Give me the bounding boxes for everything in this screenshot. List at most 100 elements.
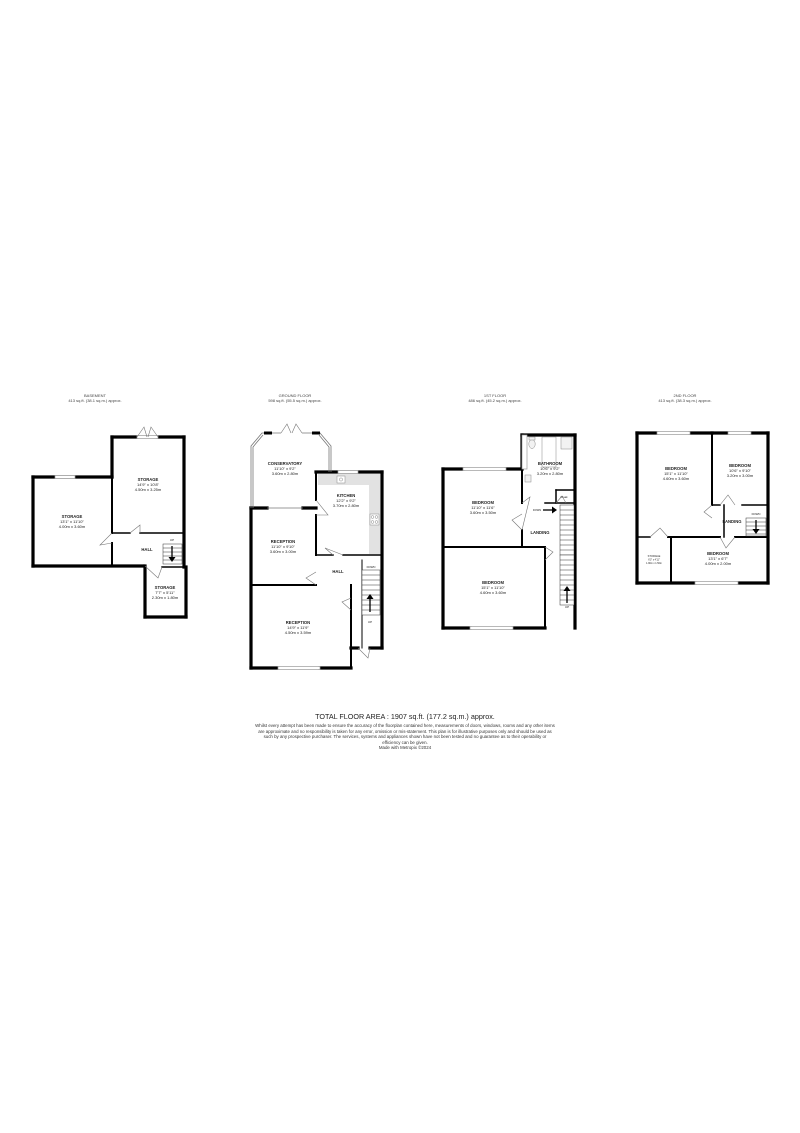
- svg-text:3.20m x 2.80m: 3.20m x 2.80m: [537, 471, 564, 476]
- svg-text:4.60m x 3.60m: 4.60m x 3.60m: [480, 590, 507, 595]
- room-label-basement-storage-3: STORAGE 7'7" x 5'11" 2.30m x 1.80m: [152, 585, 179, 600]
- stairs-up-label: UP: [170, 538, 174, 542]
- room-label-landing-1: LANDING: [530, 530, 549, 535]
- svg-text:BEDROOM: BEDROOM: [665, 466, 687, 471]
- basement-header: BASEMENT 413 sq.ft. (38.1 sq.m.) approx.: [45, 393, 145, 403]
- bath: [541, 436, 557, 468]
- floor-name: 1ST FLOOR: [483, 393, 507, 398]
- window: [469, 626, 514, 630]
- toilet: [528, 439, 536, 449]
- svg-text:STORAGE: STORAGE: [155, 585, 176, 590]
- cloak-label: Cloak: [560, 495, 568, 499]
- basement-walls: [31, 435, 188, 619]
- svg-text:LANDING: LANDING: [530, 530, 549, 535]
- door-swings: [99, 494, 736, 659]
- ground-floor-header: GROUND FLOOR 598 sq.ft. (55.5 sq.m.) app…: [240, 393, 350, 403]
- bathroom-fixtures: [524, 436, 573, 483]
- svg-text:7'7" x 5'11": 7'7" x 5'11": [155, 590, 175, 595]
- stairs-up-label: UP: [565, 605, 569, 609]
- svg-text:11'10" x 9'10": 11'10" x 9'10": [271, 544, 295, 549]
- total-floor-area: TOTAL FLOOR AREA : 1907 sq.ft. (177.2 sq…: [315, 712, 495, 721]
- window: [727, 431, 752, 435]
- room-label-landing-2: LANDING: [722, 519, 741, 524]
- second-floor-header: 2ND FLOOR 413 sq.ft. (38.3 sq.m.) approx…: [630, 393, 740, 403]
- svg-text:4.00m x 3.60m: 4.00m x 3.60m: [59, 524, 86, 529]
- floor-area: 413 sq.ft. (38.1 sq.m.) approx.: [68, 398, 122, 403]
- svg-text:KITCHEN: KITCHEN: [337, 493, 356, 498]
- room-label-bedroom-4: BEDROOM 10'6" x 9'10" 3.20m x 3.00m: [727, 463, 754, 478]
- svg-text:HALL: HALL: [141, 547, 153, 552]
- window: [54, 475, 76, 479]
- svg-text:STORAGE: STORAGE: [648, 554, 661, 558]
- svg-text:15'1" x 11'10": 15'1" x 11'10": [664, 471, 688, 476]
- room-label-kitchen: KITCHEN 12'2" x 9'2" 3.70m x 2.80m: [333, 493, 360, 508]
- svg-text:RECEPTION: RECEPTION: [286, 620, 310, 625]
- credit-text: Made with Metropix ©2024: [378, 745, 432, 751]
- svg-text:1.90m x 1.50m: 1.90m x 1.50m: [646, 562, 662, 565]
- svg-text:BEDROOM: BEDROOM: [729, 463, 751, 468]
- svg-text:10'6" x 9'10": 10'6" x 9'10": [729, 468, 752, 473]
- floor-name: GROUND FLOOR: [278, 393, 312, 398]
- room-label-bedroom-1: BEDROOM 11'10" x 11'6" 3.60m x 3.50m: [470, 500, 497, 515]
- svg-text:BEDROOM: BEDROOM: [482, 580, 504, 585]
- window: [462, 467, 507, 471]
- svg-text:6'3" x 4'11": 6'3" x 4'11": [648, 559, 660, 562]
- room-label-reception-1: RECEPTION 11'10" x 9'10" 3.60m x 3.00m: [270, 539, 297, 554]
- svg-text:CONSERVATORY: CONSERVATORY: [268, 461, 303, 466]
- svg-text:14'9" x 10'8": 14'9" x 10'8": [137, 482, 160, 487]
- svg-text:4.00m x 2.00m: 4.00m x 2.00m: [705, 561, 732, 566]
- second-floor-walls: [635, 431, 770, 585]
- room-label-reception-2: RECEPTION 14'9" x 11'9" 4.50m x 3.59m: [285, 620, 312, 635]
- svg-text:3.70m x 2.80m: 3.70m x 2.80m: [333, 503, 360, 508]
- svg-text:3.60m x 2.80m: 3.60m x 2.80m: [272, 471, 299, 476]
- svg-text:15'1" x 11'10": 15'1" x 11'10": [481, 585, 505, 590]
- french-doors: [136, 423, 303, 438]
- svg-text:13'1" x 11'10": 13'1" x 11'10": [60, 519, 84, 524]
- room-label-bedroom-5: BEDROOM 13'1" x 6'7" 4.00m x 2.00m: [705, 551, 732, 566]
- svg-text:BEDROOM: BEDROOM: [707, 551, 729, 556]
- first-floor-walls: [441, 433, 577, 630]
- svg-text:BEDROOM: BEDROOM: [472, 500, 494, 505]
- svg-text:3.20m x 3.00m: 3.20m x 3.00m: [727, 473, 754, 478]
- svg-text:14'9" x 11'9": 14'9" x 11'9": [287, 625, 309, 630]
- window: [136, 435, 159, 439]
- window: [521, 434, 528, 470]
- floor-area: 413 sq.ft. (38.3 sq.m.) approx.: [658, 398, 712, 403]
- stair-arrows: [168, 506, 760, 612]
- floor-name: 2ND FLOOR: [673, 393, 697, 398]
- room-label-bedroom-2: BEDROOM 15'1" x 11'10" 4.60m x 3.60m: [480, 580, 507, 595]
- svg-text:STORAGE: STORAGE: [138, 477, 159, 482]
- window: [337, 470, 359, 474]
- floor-area: 598 sq.ft. (55.5 sq.m.) approx.: [268, 398, 322, 403]
- room-label-bedroom-3: BEDROOM 15'1" x 11'10" 4.60m x 3.60m: [663, 466, 690, 481]
- svg-text:3.60m x 3.00m: 3.60m x 3.00m: [270, 549, 297, 554]
- room-label-storage-2nd: STORAGE 6'3" x 4'11" 1.90m x 1.50m: [646, 554, 662, 565]
- svg-text:13'1" x 6'7": 13'1" x 6'7": [708, 556, 728, 561]
- svg-text:11'10" x 9'2": 11'10" x 9'2": [274, 466, 296, 471]
- disclaimer-text: Whilst every attempt has been made to en…: [255, 723, 555, 745]
- svg-text:BATHROOM: BATHROOM: [538, 461, 563, 466]
- stairs-down-label: DOWN: [367, 565, 376, 569]
- room-label-basement-storage-2: STORAGE 13'1" x 11'10" 4.00m x 3.60m: [59, 514, 86, 529]
- svg-text:10'6" x 9'2": 10'6" x 9'2": [540, 466, 560, 471]
- room-label-basement-hall: HALL: [141, 547, 153, 552]
- floor-area: 486 sq.ft. (45.2 sq.m.) approx.: [468, 398, 522, 403]
- svg-text:4.50m x 3.59m: 4.50m x 3.59m: [285, 630, 312, 635]
- svg-text:11'10" x 11'6": 11'10" x 11'6": [471, 505, 495, 510]
- window: [694, 581, 739, 585]
- room-label-bathroom: BATHROOM 10'6" x 9'2" 3.20m x 2.80m: [537, 461, 564, 476]
- room-label-ground-hall: HALL: [332, 569, 344, 574]
- svg-text:4.60m x 3.60m: 4.60m x 3.60m: [663, 476, 690, 481]
- floor-name: BASEMENT: [83, 393, 106, 398]
- svg-text:2.30m x 1.80m: 2.30m x 1.80m: [152, 595, 179, 600]
- floorplan-footer: TOTAL FLOOR AREA : 1907 sq.ft. (177.2 sq…: [255, 712, 555, 751]
- svg-text:3.60m x 3.50m: 3.60m x 3.50m: [470, 510, 497, 515]
- stairs-up-label: UP: [368, 620, 372, 624]
- svg-text:LANDING: LANDING: [722, 519, 741, 524]
- window: [277, 666, 321, 670]
- stairs-down-label: DOWN: [533, 508, 541, 512]
- room-label-basement-storage-1: STORAGE 14'9" x 10'8" 4.50m x 3.25m: [135, 477, 162, 492]
- stairs-down-label: DOWN: [752, 512, 761, 516]
- first-floor-header: 1ST FLOOR 486 sq.ft. (45.2 sq.m.) approx…: [440, 393, 550, 403]
